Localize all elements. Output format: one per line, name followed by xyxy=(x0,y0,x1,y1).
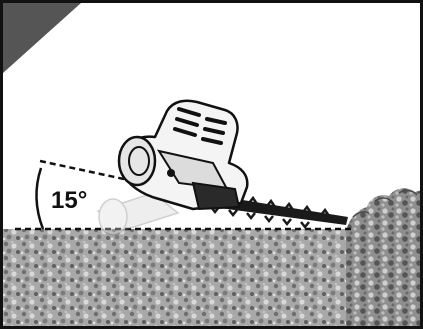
corner-triangle xyxy=(3,3,81,73)
angle-arc-icon xyxy=(36,168,43,229)
hedge-trimmer-icon xyxy=(98,101,348,235)
hedge-bush-icon xyxy=(346,188,423,329)
hedge-trimmer-angle-diagram: 15° xyxy=(3,3,423,329)
angle-label: 15° xyxy=(51,187,87,214)
